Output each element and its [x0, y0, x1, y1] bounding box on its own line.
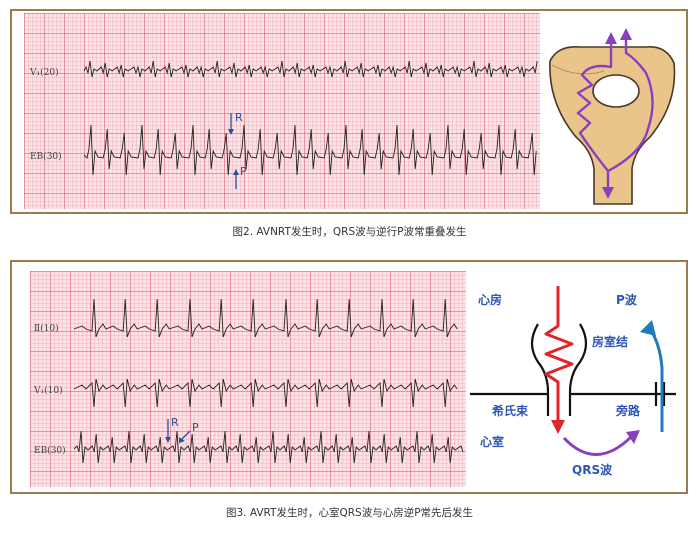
label-p-wave: P波 [616, 292, 638, 307]
label-av-node: 房室结 [592, 334, 628, 349]
av-node-right-wall [568, 323, 588, 416]
label-bypass: 旁路 [615, 403, 641, 418]
ventricle-purple-arrow [562, 434, 634, 456]
figure2-ecg-strip: V₁(20) EB(30) R P [24, 13, 540, 209]
antegrade-red-arrow [544, 286, 574, 424]
figure2-caption: 图2. AVNRT发生时，QRS波与逆行P波常重叠发生 [232, 226, 467, 238]
figure3-lead-v1: V₁(10) [33, 385, 63, 396]
figure3-ecg-svg: Ⅱ(10) V₁(10) EB(30) R P [33, 298, 464, 464]
label-his-bundle: 希氏束 [491, 403, 529, 418]
figure3-lead-ii: Ⅱ(10) [34, 323, 59, 334]
figure3-p-marker: P [179, 421, 199, 443]
label-qrs-wave: QRS波 [572, 462, 613, 477]
figure2-ecg-svg: V₁(20) EB(30) R P [29, 60, 538, 189]
figure3-v1-trace [73, 378, 458, 408]
figure3-ii-trace [73, 298, 458, 338]
figure2-p-marker: P [233, 165, 247, 189]
figure2-p-label: P [240, 165, 247, 178]
figure2-eb-trace [83, 124, 537, 176]
figure3-caption: 图3. AVRT发生时，心室QRS波与心房逆P常先后发生 [225, 507, 474, 519]
figure3-r-label: R [171, 416, 179, 429]
av-node-left-wall [530, 323, 550, 416]
figure2-panel: V₁(20) EB(30) R P [10, 9, 688, 214]
figure2-avnrt-diagram [549, 28, 676, 205]
figure2-r-marker: R [228, 111, 243, 135]
figure3-eb-trace [73, 430, 464, 464]
figure2-v1-trace [83, 60, 538, 78]
figure3-r-marker: R [165, 416, 179, 443]
label-ventricle: 心室 [480, 434, 504, 449]
heart-node-shape [549, 45, 676, 205]
retrograde-blue-arrow [646, 325, 664, 432]
figure3-ecg-strip: Ⅱ(10) V₁(10) EB(30) R P [30, 271, 466, 487]
slow-pathway-arrow [576, 53, 613, 191]
figure3-p-label: P [192, 421, 199, 434]
label-atrium: 心房 [478, 292, 502, 307]
figure3-panel: Ⅱ(10) V₁(10) EB(30) R P 心房 P波 房室结 希氏束 旁路… [10, 260, 688, 494]
figure2-r-label: R [235, 111, 243, 124]
figure2-lead-eb: EB(30) [30, 151, 62, 162]
figure2-lead-v1: V₁(20) [29, 67, 59, 78]
figure3-lead-eb: EB(30) [34, 445, 66, 456]
central-ring [592, 74, 640, 108]
figure3-avrt-diagram: 心房 P波 房室结 希氏束 旁路 心室 QRS波 [470, 286, 676, 477]
fast-pathway-arrow [607, 37, 654, 173]
